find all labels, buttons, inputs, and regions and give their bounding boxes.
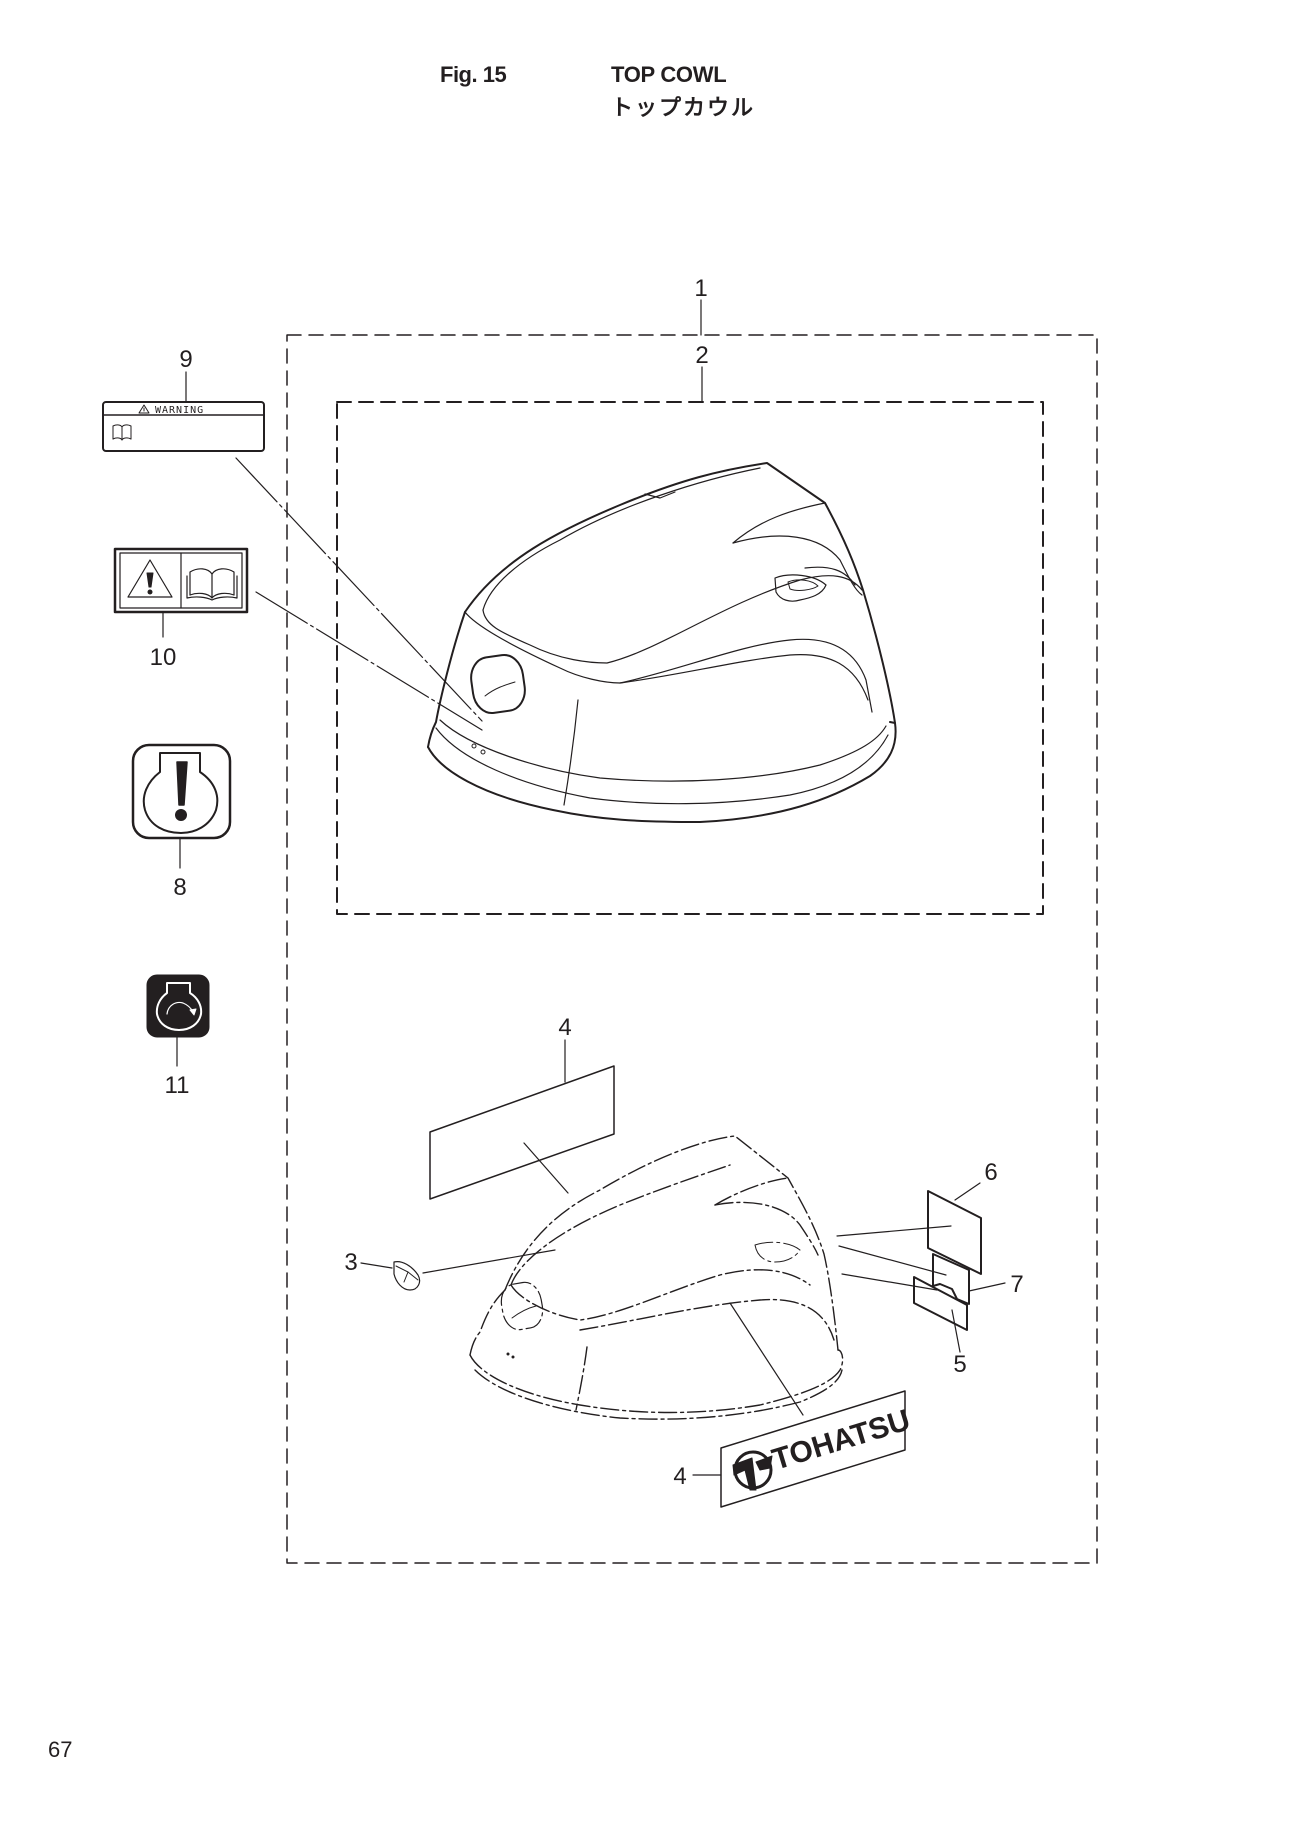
hole-dot [511, 1355, 515, 1359]
callout-4-bottom: 4 [673, 1463, 686, 1490]
page-number: 67 [48, 1737, 73, 1762]
figure-title: TOP COWL [611, 62, 727, 87]
callout-3: 3 [344, 1249, 357, 1276]
callout-6: 6 [984, 1159, 997, 1186]
decal-part-4-tohatsu [692, 1302, 906, 1508]
emblem-part-3 [360, 1249, 556, 1291]
callout-11: 11 [165, 1072, 190, 1099]
tohatsu-brand-text: TOHATSU [768, 1404, 914, 1477]
group-2-inner-box [336, 366, 1044, 915]
caution-label-part-10 [113, 547, 483, 731]
callout-numbers: 1 2 3 4 4 5 6 7 8 9 10 11 [150, 275, 1024, 1490]
figure-title-japanese: トップカウル [611, 96, 756, 121]
callout-10: 10 [150, 644, 177, 671]
warning-triangle-icon [127, 559, 173, 598]
callout-2: 2 [695, 342, 708, 369]
manual-book-icon [186, 568, 238, 601]
decal-part-5 [841, 1273, 968, 1353]
callout-5: 5 [953, 1351, 966, 1378]
top-cowl-phantom-illustration [469, 1135, 844, 1420]
callout-9: 9 [179, 346, 192, 373]
caution-label-part-8 [131, 743, 232, 869]
hole-dot [506, 1352, 510, 1356]
decal-part-4-side [429, 1039, 615, 1200]
callout-8: 8 [173, 874, 186, 901]
warning-label-part-9 [102, 371, 483, 722]
callout-1: 1 [694, 275, 707, 302]
tohatsu-logo-icon [732, 1450, 773, 1491]
top-cowl-illustration [427, 462, 897, 823]
figure-number: Fig. 15 [440, 62, 507, 87]
group-1-outer-box [286, 299, 1098, 1564]
callout-4-top: 4 [558, 1014, 571, 1041]
warning-label-text: WARNING [155, 405, 204, 416]
book-icon [112, 424, 132, 441]
decal-part-6 [836, 1182, 982, 1275]
rotation-label-part-11 [146, 974, 210, 1067]
callout-7: 7 [1010, 1271, 1023, 1298]
decal-part-7 [838, 1245, 1006, 1305]
